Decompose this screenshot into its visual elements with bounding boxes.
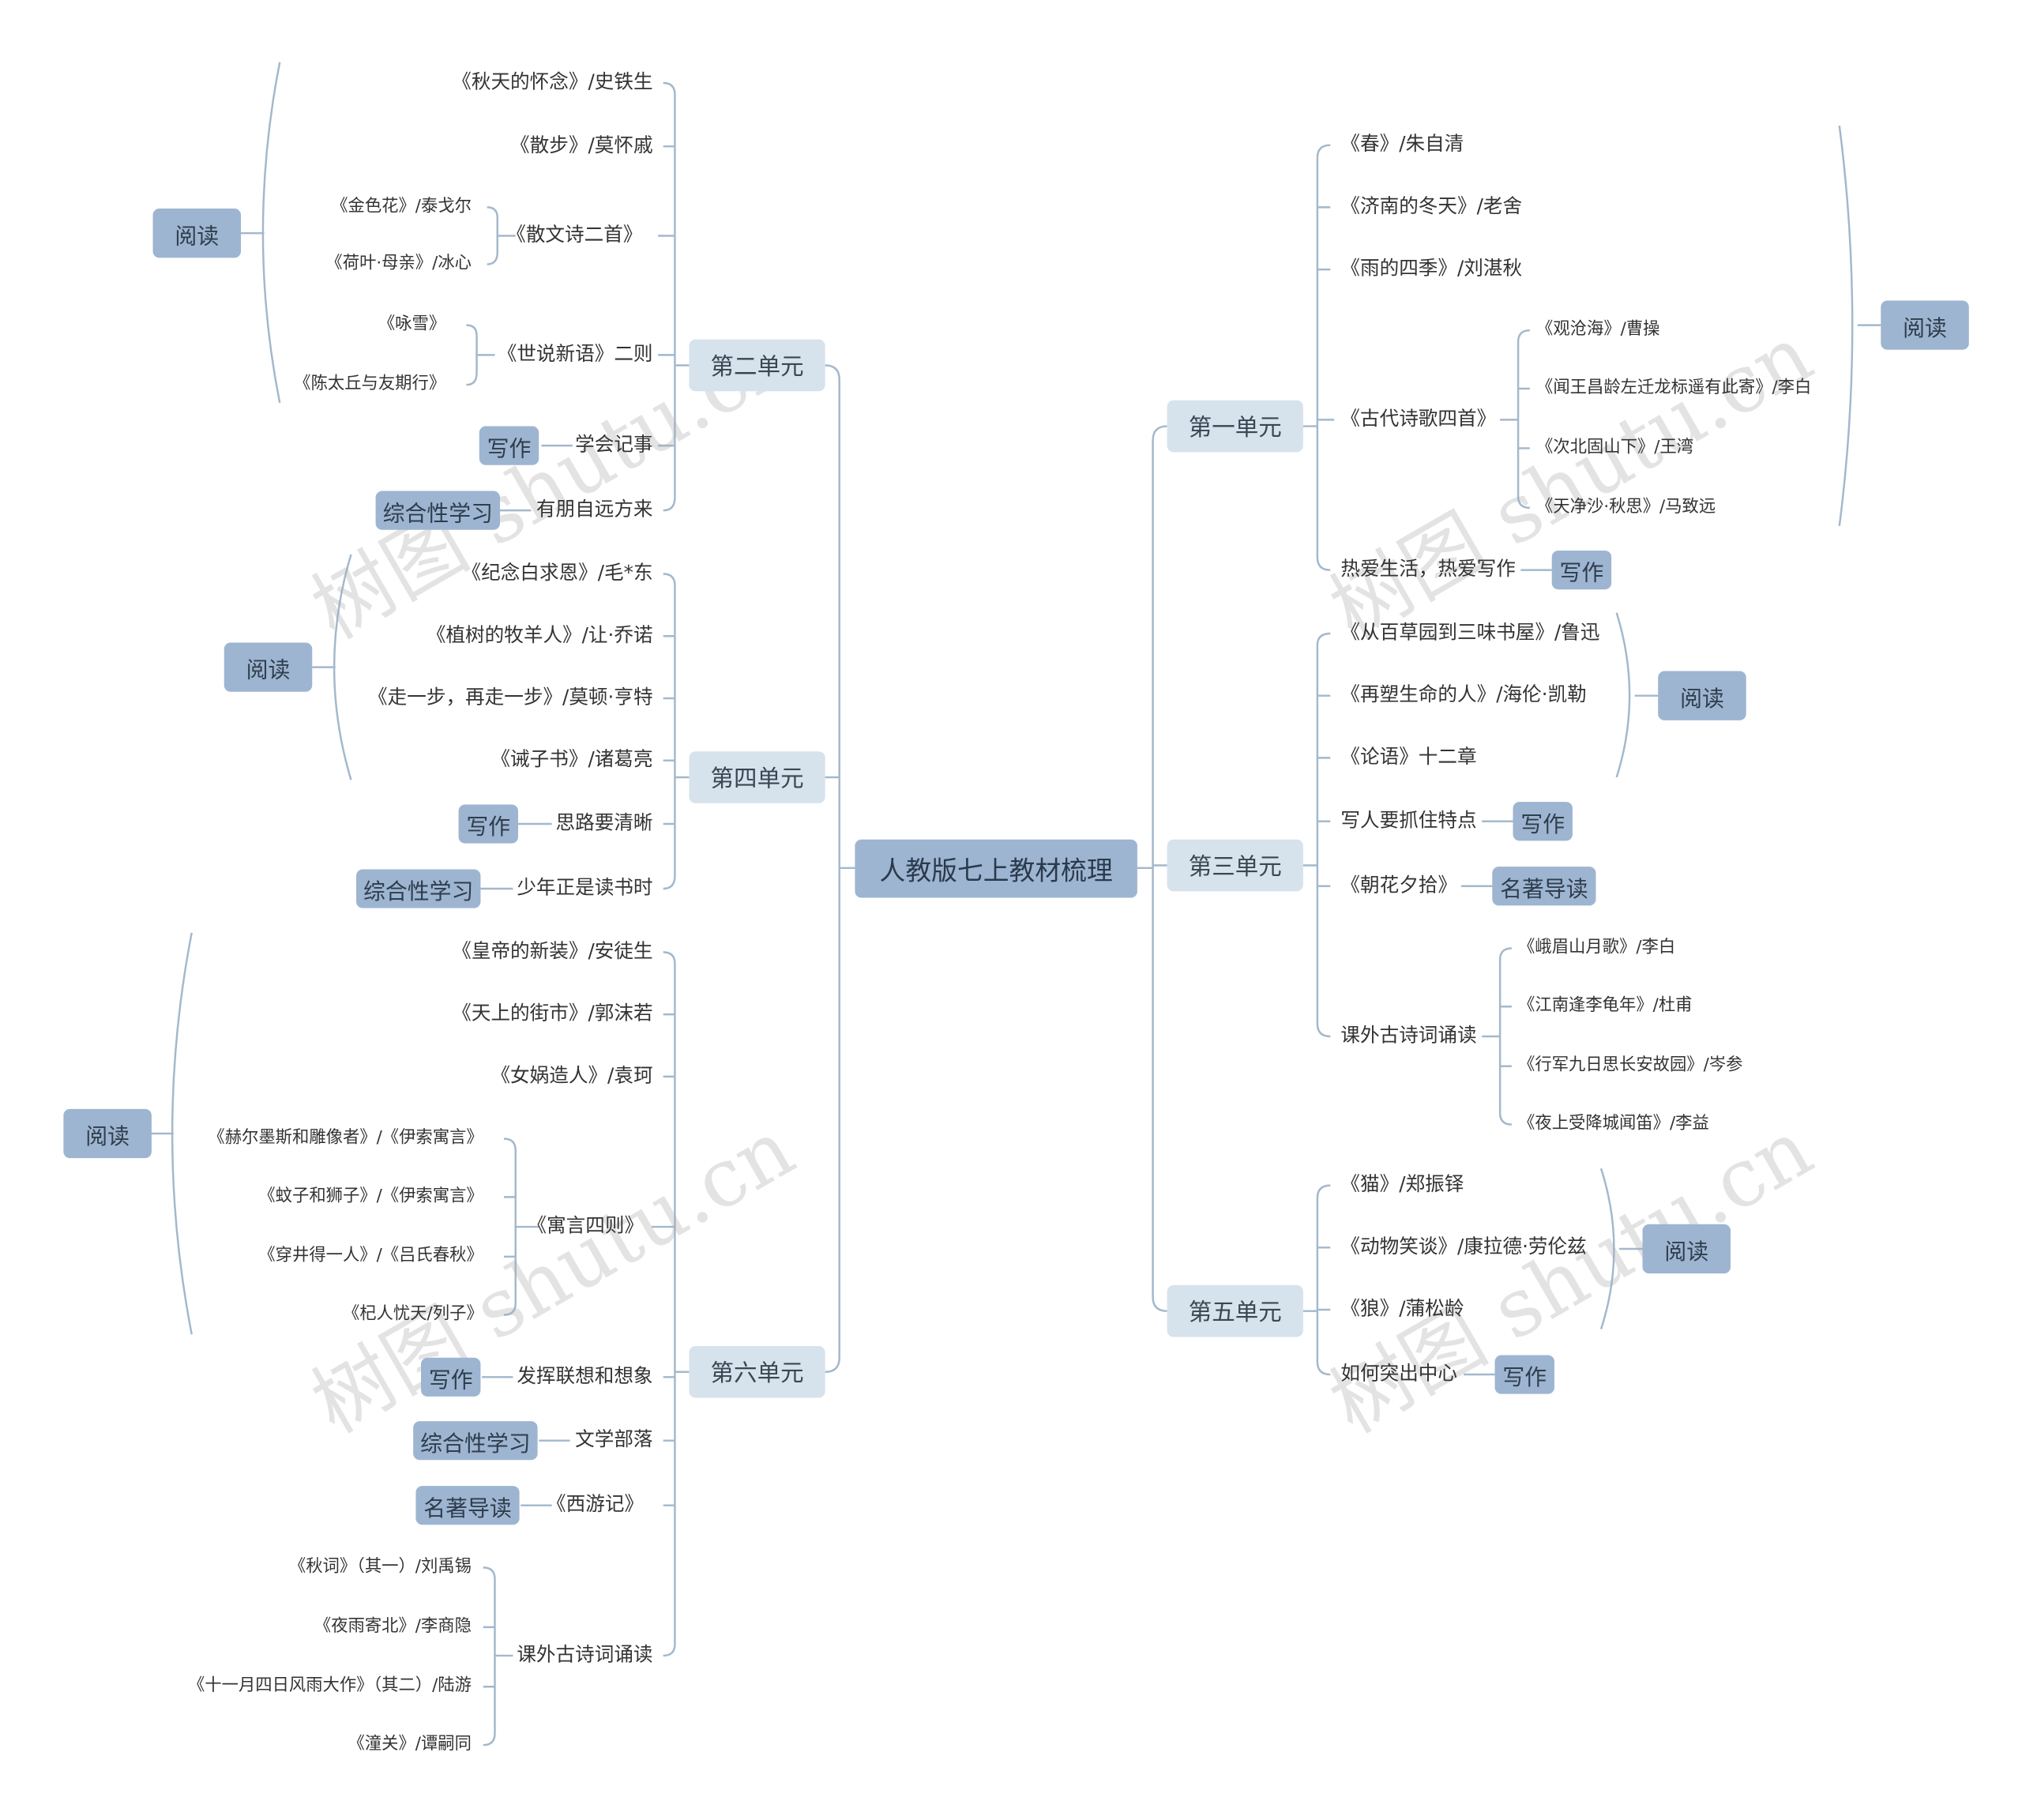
unit-3-subitem[interactable]: 《夜上受降城闻笛》/李益 (1518, 1114, 1709, 1134)
unit-6-item[interactable]: 《天上的街市》/郭沫若 (452, 1001, 653, 1025)
unit-4-node[interactable]: 第四单元 (689, 751, 825, 803)
unit-2-item[interactable]: 有朋自远方来 (536, 497, 653, 521)
unit-6-subitem[interactable]: 《赫尔墨斯和雕像者》/《伊索寓言》 (208, 1128, 483, 1149)
unit-1-subitem[interactable]: 《天净沙·秋思》/马致远 (1536, 497, 1716, 517)
unit-2-item[interactable]: 学会记事 (575, 432, 653, 457)
unit-6-classic-tag[interactable]: 名著导读 (415, 1486, 520, 1525)
unit-3-item[interactable]: 《再塑生命的人》/海伦·凯勒 (1340, 682, 1587, 706)
unit-6-comprehensive-tag[interactable]: 综合性学习 (413, 1421, 538, 1461)
unit-6-item[interactable]: 《皇帝的新装》/安徒生 (452, 939, 653, 963)
unit-1-item[interactable]: 《古代诗歌四首》 (1340, 406, 1497, 431)
unit-5-writing-tag[interactable]: 写作 (1494, 1355, 1554, 1394)
unit-3-subitem[interactable]: 《江南逢李龟年》/杜甫 (1518, 996, 1693, 1016)
unit-3-item[interactable]: 写人要抓住特点 (1340, 808, 1477, 832)
unit-2-subitem[interactable]: 《金色花》/泰戈尔 (331, 197, 472, 216)
root-node[interactable]: 人教版七上教材梳理 (855, 839, 1137, 898)
unit-2-node[interactable]: 第二单元 (689, 339, 825, 392)
unit-3-reading-tag[interactable]: 阅读 (1658, 671, 1746, 720)
unit-3-item[interactable]: 《从百草园到三味书屋》/鲁迅 (1340, 620, 1600, 645)
unit-5-item[interactable]: 《狼》/蒲松龄 (1340, 1296, 1464, 1321)
unit-2-subitem[interactable]: 《陈太丘与友期行》 (294, 374, 446, 394)
unit-2-subitem[interactable]: 《咏雪》 (378, 314, 446, 335)
unit-1-reading-tag[interactable]: 阅读 (1881, 300, 1969, 350)
unit-4-item[interactable]: 《纪念白求恩》/毛*东 (461, 561, 653, 585)
unit-1-subitem[interactable]: 《闻王昌龄左迁龙标遥有此寄》/李白 (1536, 378, 1812, 398)
unit-6-item[interactable]: 课外古诗词诵读 (517, 1642, 653, 1667)
unit-6-writing-tag[interactable]: 写作 (421, 1357, 481, 1397)
unit-6-subitem[interactable]: 《秋词》（其一）/刘禹锡 (288, 1557, 472, 1577)
unit-1-item[interactable]: 《雨的四季》/刘湛秋 (1340, 256, 1523, 280)
unit-3-item[interactable]: 《论语》十二章 (1340, 745, 1477, 769)
unit-1-item[interactable]: 《春》/朱自清 (1340, 132, 1464, 156)
unit-4-item[interactable]: 思路要清晰 (555, 810, 653, 835)
unit-2-item[interactable]: 《散文诗二首》 (506, 223, 643, 246)
unit-1-item[interactable]: 《济南的冬天》/老舍 (1340, 194, 1523, 218)
unit-3-item[interactable]: 《朝花夕拾》 (1340, 873, 1458, 897)
unit-6-reading-tag[interactable]: 阅读 (63, 1108, 152, 1159)
unit-4-comprehensive-tag[interactable]: 综合性学习 (356, 869, 481, 908)
unit-5-reading-tag[interactable]: 阅读 (1642, 1224, 1731, 1274)
unit-6-item[interactable]: 文学部落 (575, 1427, 653, 1451)
unit-6-subitem[interactable]: 《潼关》/谭嗣同 (348, 1734, 472, 1754)
unit-2-comprehensive-tag[interactable]: 综合性学习 (375, 491, 501, 530)
unit-1-subitem[interactable]: 《观沧海》/曹操 (1536, 320, 1660, 340)
unit-5-node[interactable]: 第五单元 (1167, 1284, 1303, 1337)
unit-6-node[interactable]: 第六单元 (689, 1345, 825, 1398)
unit-3-classic-tag[interactable]: 名著导读 (1492, 867, 1596, 906)
unit-6-subitem[interactable]: 《杞人忧天/列子》 (342, 1304, 483, 1325)
unit-1-item[interactable]: 热爱生活，热爱写作 (1340, 557, 1516, 581)
unit-6-subitem[interactable]: 《十一月四日风雨大作》（其二）/陆游 (187, 1676, 472, 1696)
unit-1-writing-tag[interactable]: 写作 (1551, 551, 1612, 590)
unit-6-subitem[interactable]: 《蚊子和狮子》/《伊索寓言》 (258, 1186, 483, 1206)
unit-3-subitem[interactable]: 《峨眉山月歌》/李白 (1518, 938, 1676, 957)
unit-1-node[interactable]: 第一单元 (1167, 400, 1303, 453)
unit-4-writing-tag[interactable]: 写作 (458, 804, 518, 844)
unit-6-subitem[interactable]: 《穿井得一人》/《吕氏春秋》 (258, 1246, 483, 1266)
unit-3-writing-tag[interactable]: 写作 (1513, 802, 1573, 841)
unit-4-item[interactable]: 《植树的牧羊人》/让·乔诺 (426, 622, 653, 647)
unit-3-node[interactable]: 第三单元 (1167, 839, 1303, 892)
unit-4-item[interactable]: 《诫子书》/诸葛亮 (490, 747, 653, 771)
unit-2-subitem[interactable]: 《荷叶·母亲》/冰心 (325, 254, 472, 274)
unit-6-item[interactable]: 《西游记》 (547, 1492, 645, 1516)
unit-6-subitem[interactable]: 《夜雨寄北》/李商隐 (314, 1616, 472, 1637)
unit-2-item[interactable]: 《秋天的怀念》/史铁生 (452, 70, 653, 94)
unit-6-item[interactable]: 《寓言四则》 (527, 1213, 645, 1238)
unit-3-subitem[interactable]: 《行军九日思长安故园》/岑参 (1518, 1055, 1743, 1076)
unit-6-item[interactable]: 发挥联想和想象 (517, 1363, 653, 1388)
unit-5-item[interactable]: 如何突出中心 (1340, 1361, 1458, 1386)
unit-5-item[interactable]: 《动物笑谈》/康拉德·劳伦兹 (1340, 1234, 1587, 1258)
unit-1-subitem[interactable]: 《次北固山下》/王湾 (1536, 438, 1694, 457)
unit-4-reading-tag[interactable]: 阅读 (224, 642, 313, 692)
unit-4-item[interactable]: 少年正是读书时 (517, 875, 653, 900)
unit-4-item[interactable]: 《走一步，再走一步》/莫顿·亨特 (368, 685, 653, 709)
unit-6-item[interactable]: 《女娲造人》/袁珂 (490, 1063, 653, 1087)
unit-2-item[interactable]: 《世说新语》二则 (497, 341, 653, 366)
unit-2-item[interactable]: 《散步》/莫怀戚 (510, 133, 653, 157)
unit-3-item[interactable]: 课外古诗词诵读 (1340, 1023, 1477, 1047)
unit-2-writing-tag[interactable]: 写作 (479, 426, 539, 465)
unit-5-item[interactable]: 《猫》/郑振铎 (1340, 1172, 1464, 1196)
unit-2-reading-tag[interactable]: 阅读 (152, 209, 242, 258)
